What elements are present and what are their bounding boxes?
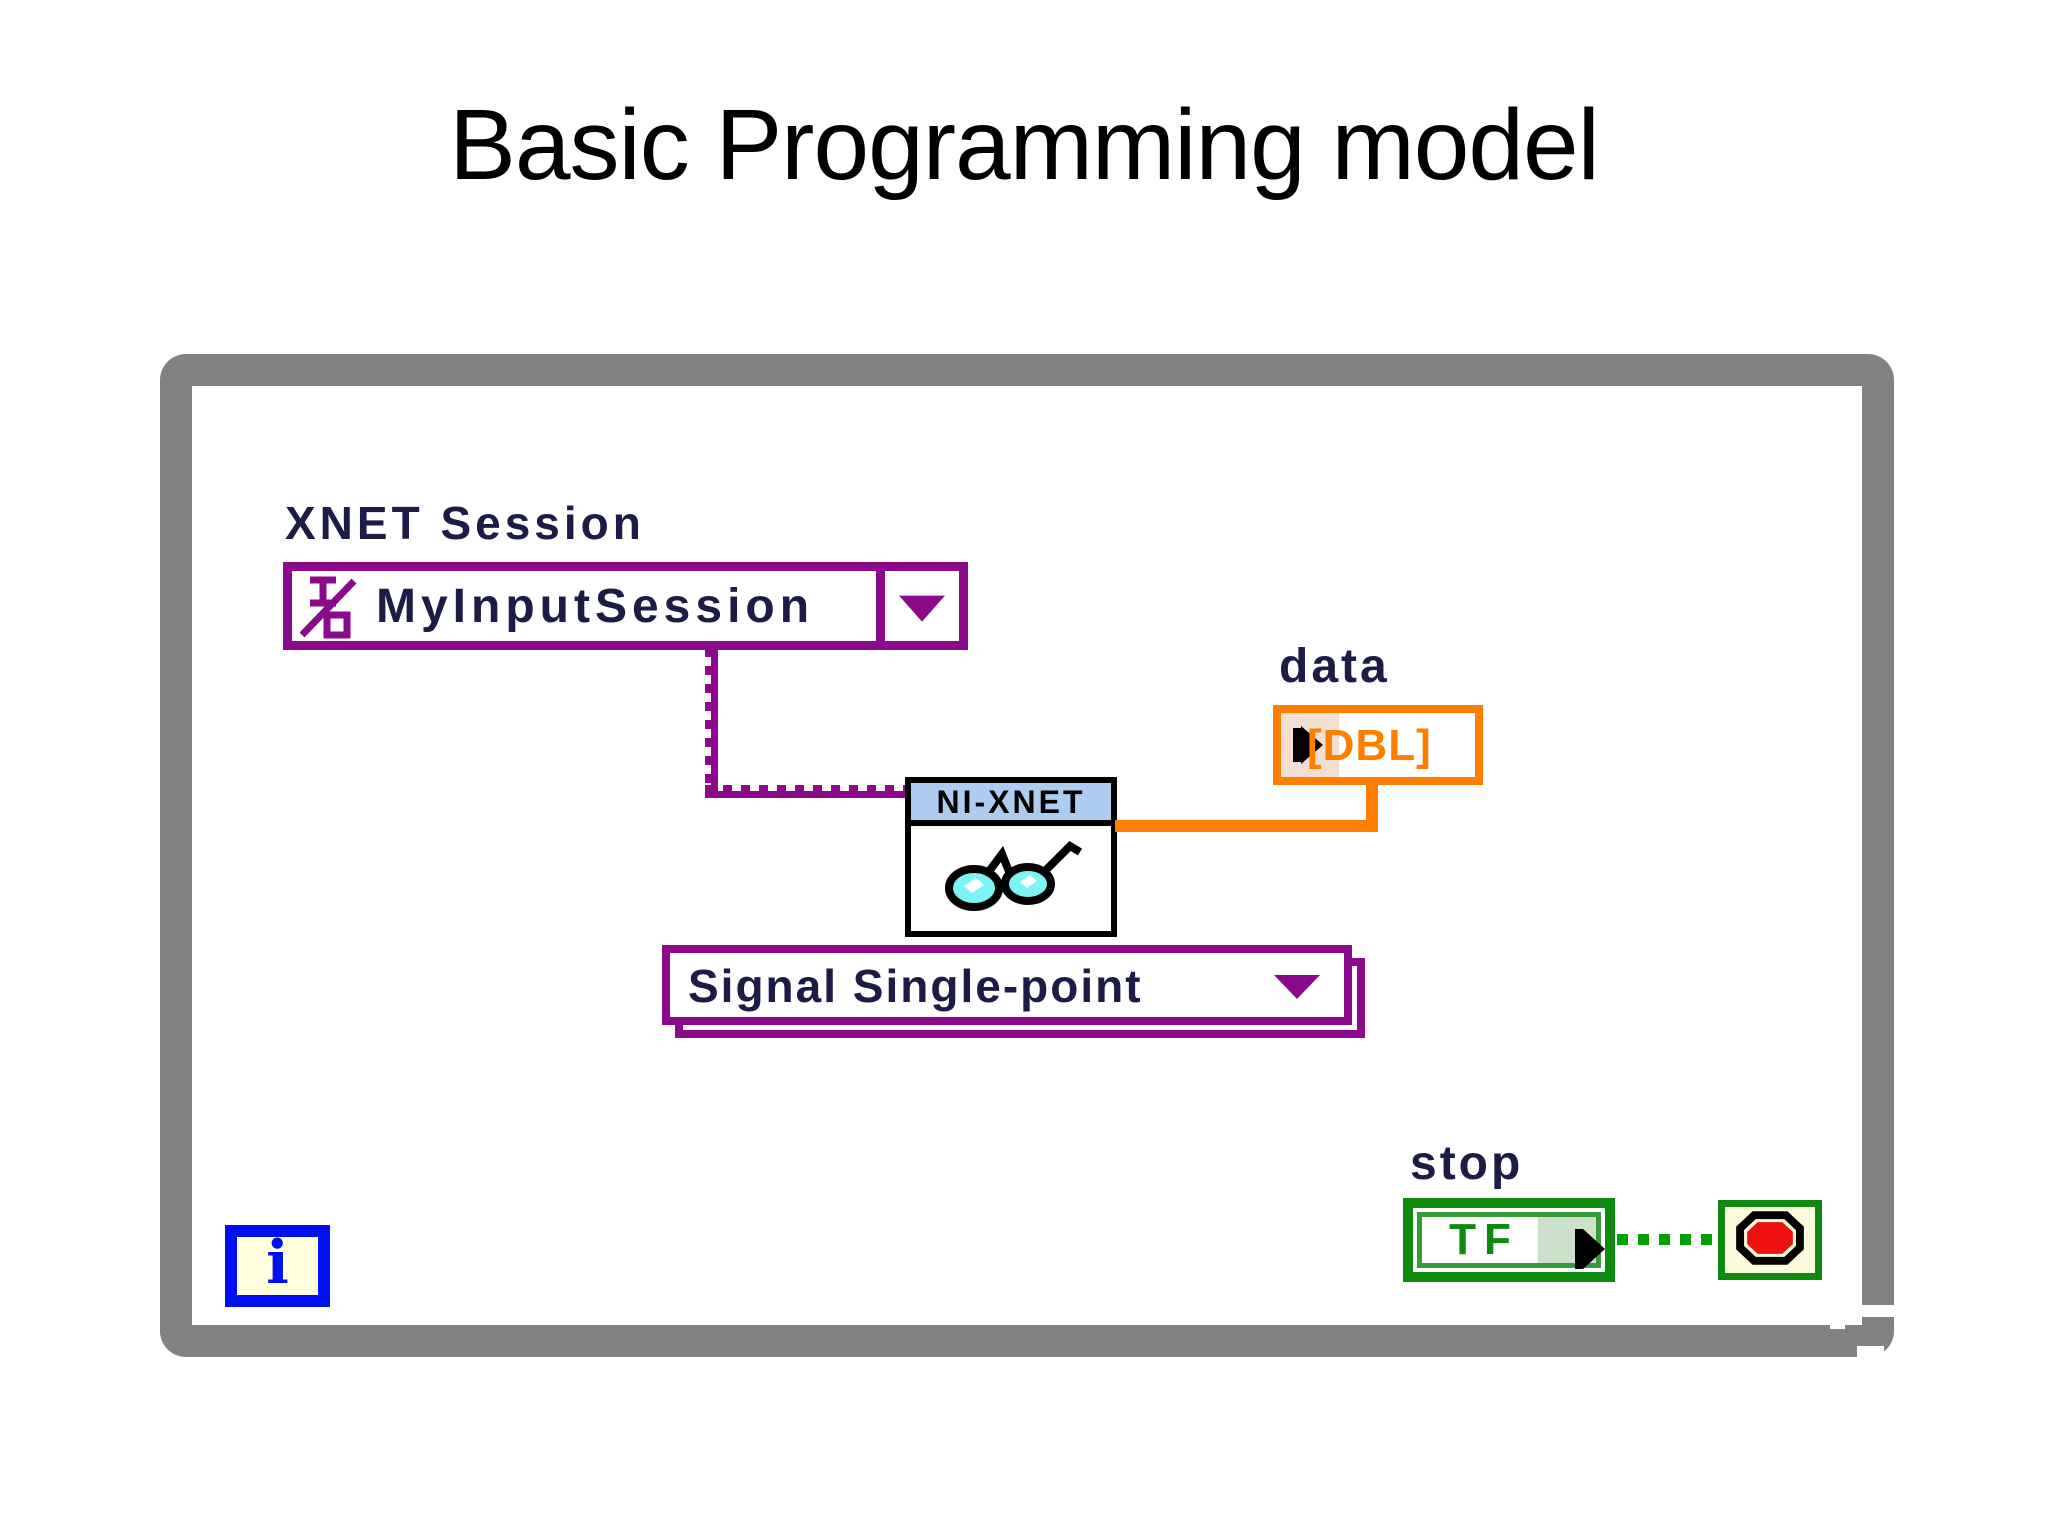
loop-iteration-terminal[interactable]: i: [225, 1225, 330, 1307]
chevron-down-icon: [1274, 975, 1320, 999]
loop-frame-notch: [1830, 1316, 1845, 1329]
data-wire-vertical: [1366, 781, 1378, 832]
terminal-arrow-icon: [1301, 726, 1323, 764]
xnet-session-label: XNET Session: [285, 497, 645, 549]
session-wire-horizontal: [705, 785, 909, 798]
xnet-session-value: MyInputSession: [376, 580, 815, 633]
stop-wire-dotted: [1617, 1234, 1717, 1245]
boolean-terminal-face: TF: [1422, 1215, 1538, 1264]
terminal-arrow-icon: [1583, 1229, 1605, 1269]
ni-xnet-read-vi[interactable]: NI-XNET: [905, 777, 1117, 937]
boolean-type-text: TF: [1449, 1215, 1519, 1264]
boolean-terminal-inner: TF: [1417, 1212, 1601, 1268]
eyeglasses-icon: [936, 834, 1086, 923]
session-dropdown[interactable]: [876, 571, 959, 641]
terminal-arrow-icon: [1293, 728, 1301, 762]
loop-condition-terminal[interactable]: [1718, 1200, 1822, 1280]
terminal-arrow-icon: [1575, 1229, 1583, 1269]
data-wire-horizontal: [1115, 820, 1378, 832]
stop-boolean-terminal[interactable]: TF: [1403, 1198, 1615, 1282]
chevron-down-icon: [899, 595, 945, 622]
data-array-indicator-terminal[interactable]: [DBL]: [1273, 705, 1483, 785]
xnet-session-control[interactable]: MyInputSession: [283, 562, 968, 650]
mode-enum-constant[interactable]: Signal Single-point: [662, 945, 1352, 1025]
vi-header-banner: NI-XNET: [911, 783, 1111, 826]
session-wire-vertical: [705, 648, 718, 798]
loop-frame-notch: [1857, 1346, 1884, 1359]
stop-sign-icon: [1730, 1209, 1810, 1272]
stop-control-label: stop: [1410, 1137, 1524, 1190]
data-indicator-label: data: [1279, 640, 1390, 693]
while-loop-frame: [160, 354, 1894, 1357]
data-type-text: [DBL]: [1307, 721, 1432, 770]
io-refnum-icon: [299, 573, 364, 644]
loop-frame-notch: [1848, 1305, 1898, 1317]
mode-enum-value: Signal Single-point: [688, 960, 1143, 1012]
iteration-i-glyph: i: [266, 1228, 289, 1298]
slide-title: Basic Programming model: [449, 89, 1600, 201]
